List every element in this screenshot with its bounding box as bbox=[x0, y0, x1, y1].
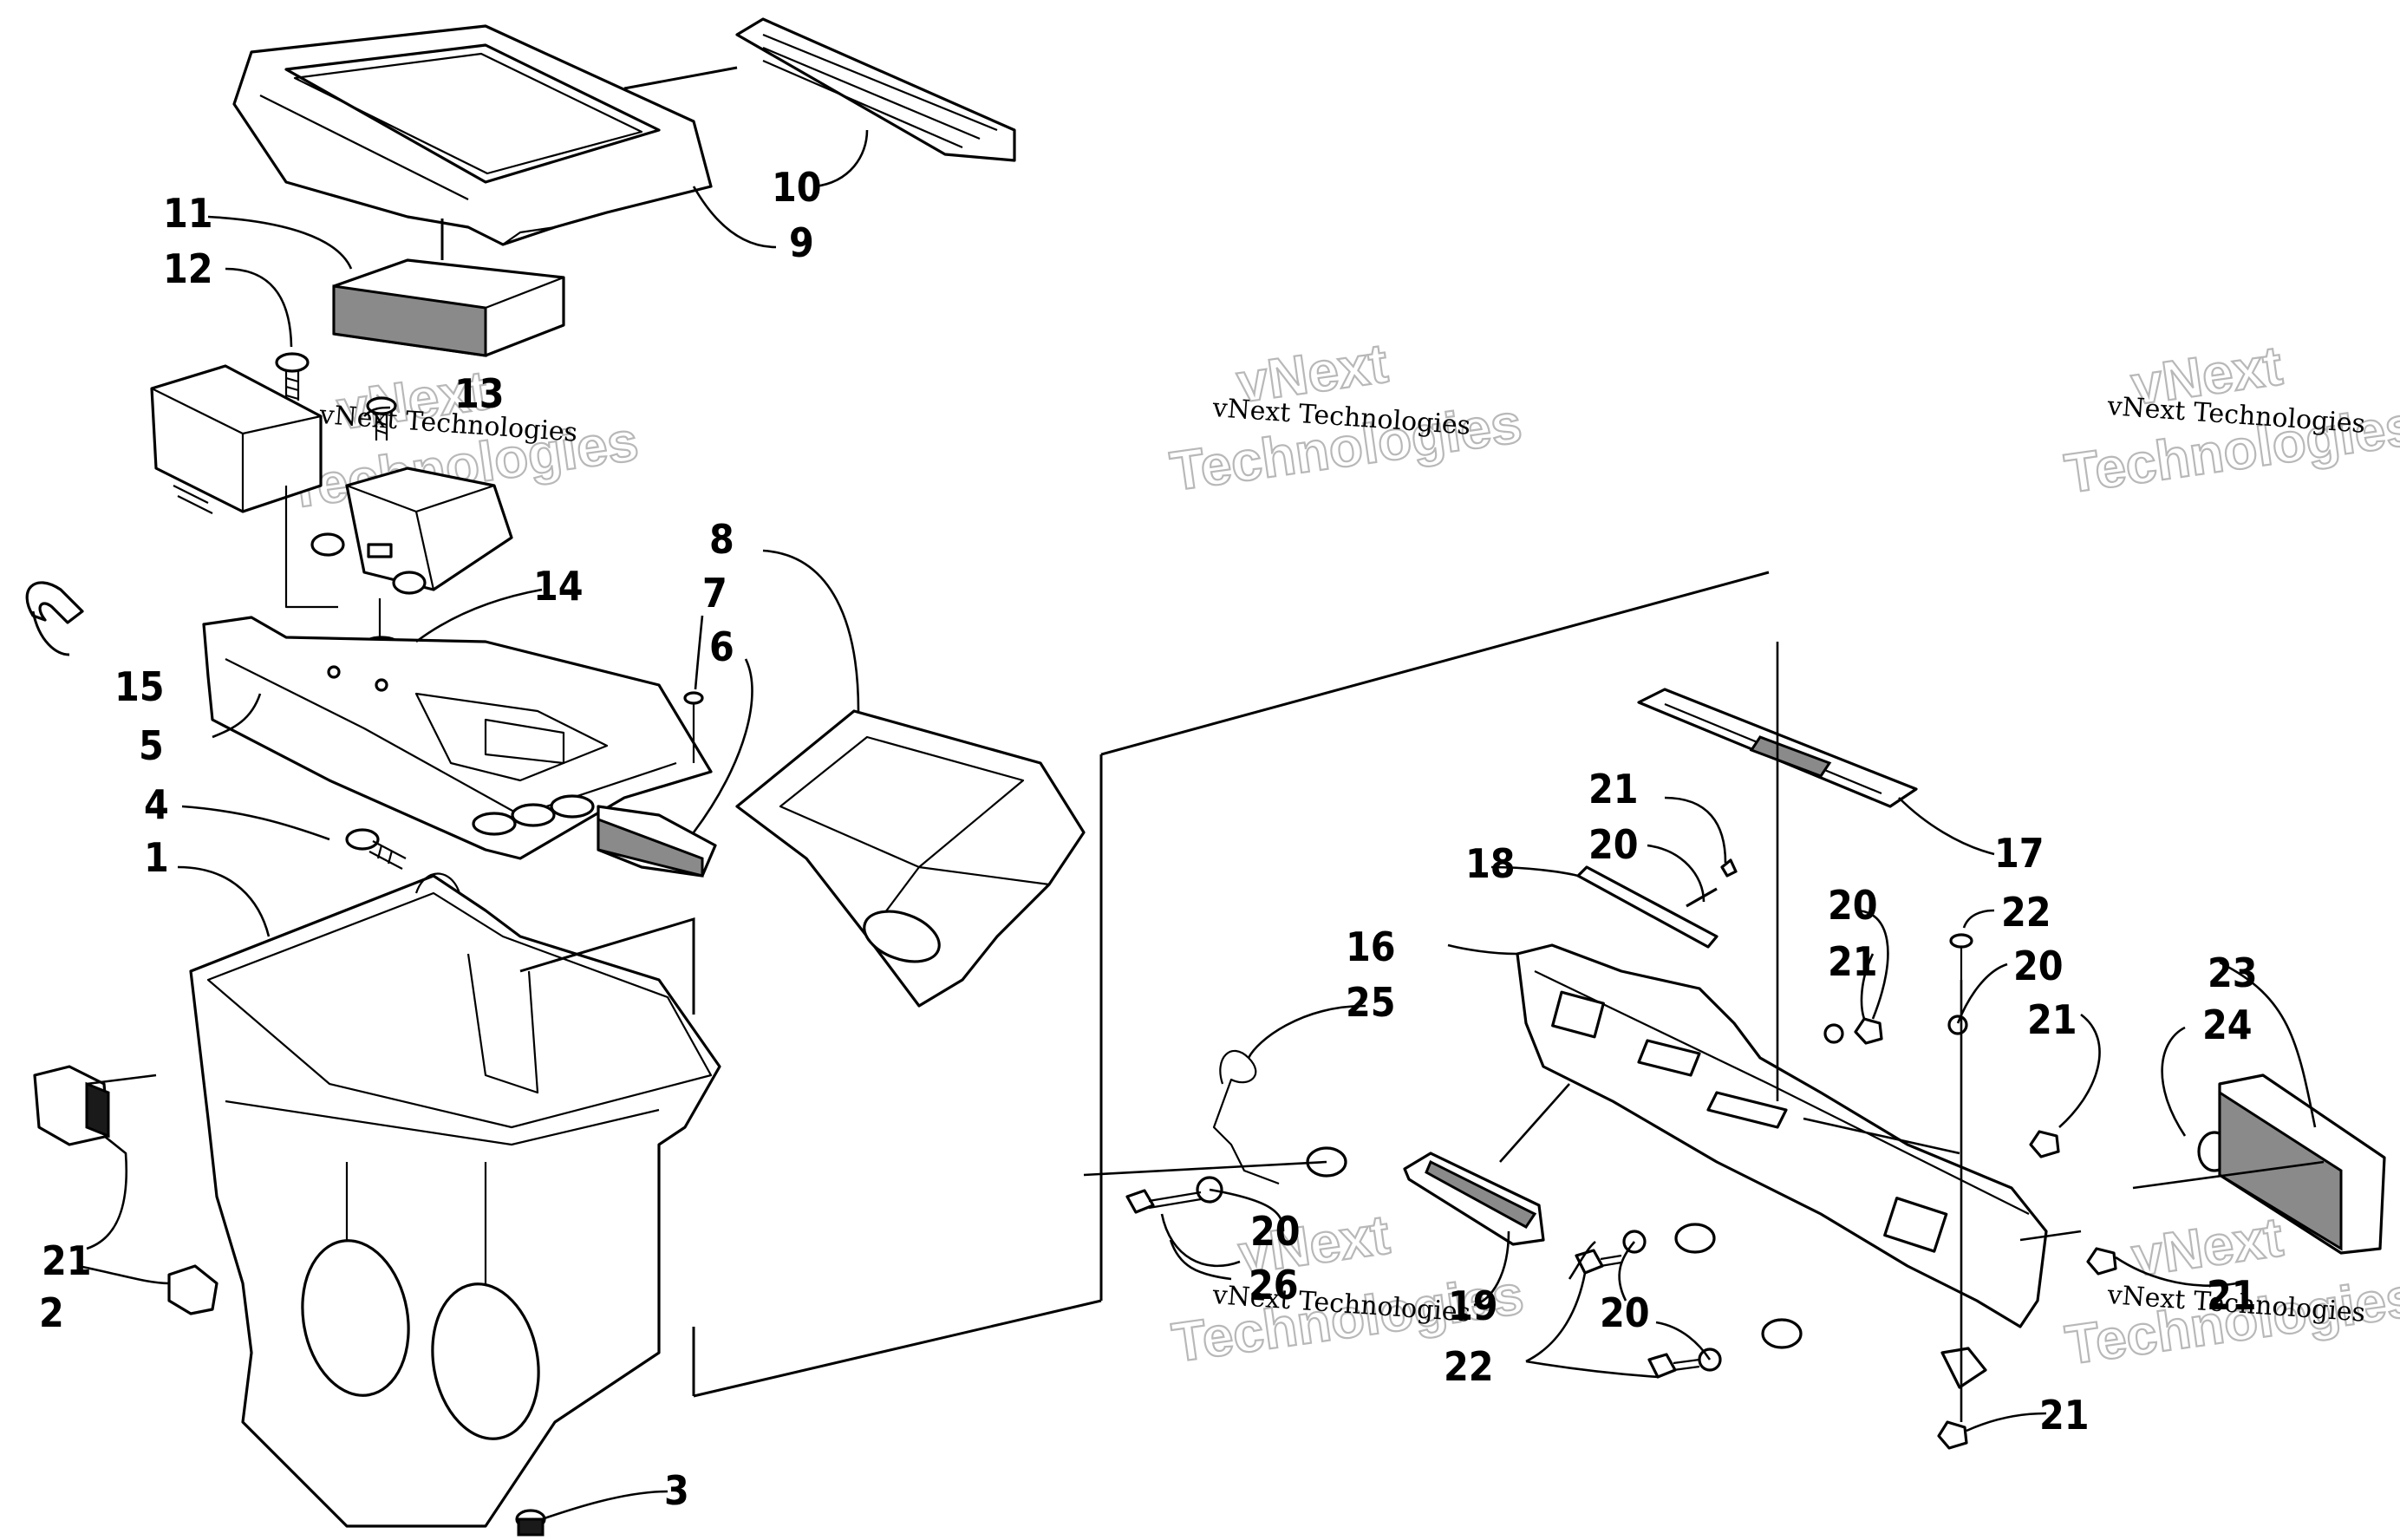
callout-26: 26 bbox=[1249, 1262, 1299, 1308]
callout-18: 18 bbox=[1465, 840, 1516, 887]
callout-2: 2 bbox=[39, 1289, 64, 1336]
callout-16: 16 bbox=[1346, 923, 1396, 970]
callout-9: 9 bbox=[789, 219, 814, 266]
part-8-intake-silencer bbox=[735, 709, 1086, 1008]
part-10-screen bbox=[623, 17, 1016, 162]
callout-20-mid: 20 bbox=[1828, 882, 1878, 929]
callout-24: 24 bbox=[2202, 1002, 2253, 1048]
callout-21-lower-right: 21 bbox=[2207, 1272, 2257, 1319]
callout-20-bottom: 20 bbox=[1600, 1289, 1650, 1336]
part-ignition-coil bbox=[310, 467, 513, 659]
part-9-airbox-cover bbox=[232, 24, 713, 246]
part-27-latch-clip bbox=[33, 1065, 110, 1146]
callout-20-left: 20 bbox=[1250, 1208, 1301, 1255]
callout-19: 19 bbox=[1448, 1282, 1498, 1329]
callout-20-top: 20 bbox=[1588, 821, 1639, 868]
callout-27: 21 bbox=[42, 1237, 92, 1284]
part-16-intake-duct bbox=[1516, 642, 2048, 1328]
part-3-drain-plug bbox=[515, 1509, 546, 1537]
callout-17: 17 bbox=[1994, 830, 2045, 877]
part-11-filter-element bbox=[332, 219, 565, 357]
part-1-airbox-housing bbox=[189, 872, 721, 1528]
callout-15: 15 bbox=[114, 663, 165, 710]
callout-4: 4 bbox=[144, 781, 169, 828]
part-19-flap bbox=[1403, 1083, 1570, 1246]
callout-6: 6 bbox=[709, 623, 734, 670]
callout-20-right: 20 bbox=[2013, 943, 2064, 989]
callout-21-mid: 21 bbox=[1828, 938, 1878, 985]
part-5-electrical-tray bbox=[202, 616, 713, 860]
part-6-foam-pad bbox=[597, 805, 717, 878]
callout-5: 5 bbox=[139, 722, 164, 769]
callout-10: 10 bbox=[772, 164, 822, 211]
callout-7: 7 bbox=[702, 570, 727, 617]
callout-13: 13 bbox=[454, 370, 505, 417]
part-22-bolts bbox=[1125, 933, 1973, 1379]
part-25-spring-wire bbox=[1212, 1049, 1280, 1185]
callout-3: 3 bbox=[664, 1467, 689, 1514]
callout-22-bottom: 22 bbox=[1444, 1343, 1494, 1390]
part-2-clip bbox=[167, 1264, 218, 1315]
callout-1: 1 bbox=[144, 834, 169, 881]
part-7-screw bbox=[683, 691, 704, 763]
callout-21-bottom: 21 bbox=[2039, 1392, 2090, 1439]
callout-21-right: 21 bbox=[2027, 996, 2077, 1043]
part-4-bolt bbox=[345, 828, 407, 870]
part-12-screw bbox=[275, 352, 310, 401]
part-18-strip bbox=[1576, 865, 1718, 949]
callout-25: 25 bbox=[1346, 979, 1396, 1026]
callout-14: 14 bbox=[533, 563, 584, 610]
leader-lines bbox=[77, 129, 2325, 1521]
callout-22-top: 22 bbox=[2001, 889, 2051, 936]
callout-11: 11 bbox=[163, 190, 213, 237]
part-ecu-box bbox=[150, 364, 338, 609]
detail-inset-outline bbox=[519, 571, 1770, 1398]
callout-labels: 11 12 13 14 15 5 7 6 8 10 9 4 1 21 2 3 2… bbox=[39, 164, 2258, 1514]
callout-21-top: 21 bbox=[1588, 766, 1639, 812]
part-15-hose-clamp bbox=[25, 581, 84, 656]
part-washers-nuts bbox=[1196, 858, 2232, 1450]
callout-23: 23 bbox=[2208, 949, 2258, 996]
callout-12: 12 bbox=[163, 245, 213, 292]
callout-8: 8 bbox=[709, 516, 734, 563]
